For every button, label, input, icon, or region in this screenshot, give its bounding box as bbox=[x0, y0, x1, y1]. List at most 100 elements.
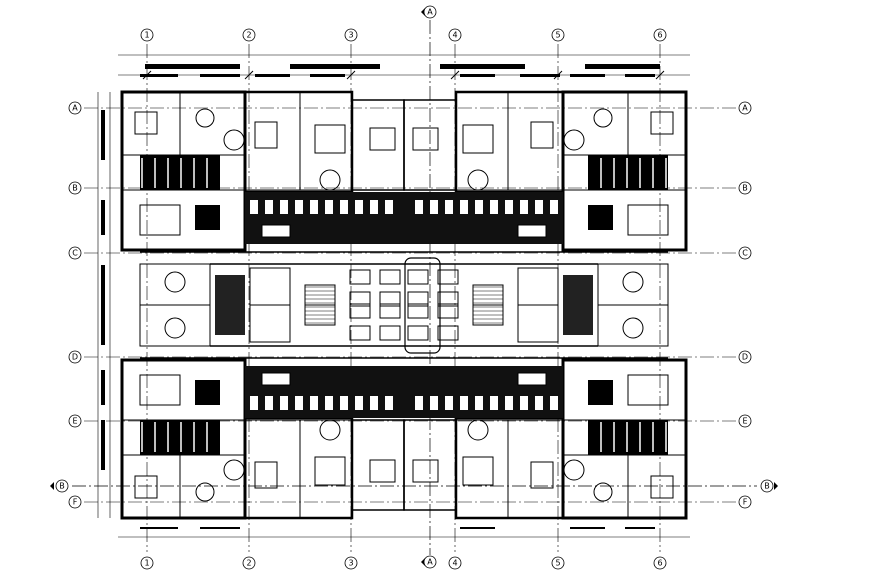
grid-bubble-left-0-label: A bbox=[72, 104, 78, 113]
grid-bubble-bottom-5-label: 5 bbox=[555, 559, 560, 568]
room bbox=[507, 419, 564, 519]
lift-shaft bbox=[437, 325, 459, 341]
dimension-bar bbox=[140, 527, 178, 529]
grid-bubble-right-4-label: E bbox=[742, 417, 747, 426]
dimension-bar bbox=[101, 370, 105, 405]
grid-bubble-left-0: A bbox=[68, 101, 82, 115]
lift-shaft bbox=[407, 269, 429, 285]
fixture bbox=[535, 200, 543, 214]
section-marker-left-label: B bbox=[59, 482, 65, 491]
lift-shaft bbox=[379, 325, 401, 341]
grid-bubble-circle bbox=[653, 28, 667, 42]
section-marker-top-label: A bbox=[427, 8, 433, 17]
grid-bubble-circle bbox=[242, 556, 256, 570]
grid-bubble-bottom-4-label: 4 bbox=[452, 559, 457, 568]
table bbox=[195, 482, 215, 502]
grid-bubble-circle bbox=[738, 246, 752, 260]
room bbox=[244, 419, 301, 519]
room bbox=[627, 91, 687, 156]
grid-bubble-right-4: E bbox=[738, 414, 752, 428]
grid-bubble-top-1-label: 1 bbox=[144, 31, 149, 40]
grid-bubble-bottom-4: 4 bbox=[448, 556, 462, 570]
round-table bbox=[319, 169, 341, 191]
stair bbox=[215, 275, 245, 305]
grid-bubble-left-4: E bbox=[68, 414, 82, 428]
bathtub bbox=[517, 372, 547, 386]
room bbox=[597, 263, 669, 306]
central-lobby bbox=[404, 257, 441, 354]
section-marker-top: A bbox=[423, 5, 437, 19]
room bbox=[121, 91, 181, 156]
dimension-bar bbox=[101, 200, 105, 235]
grid-bubble-circle bbox=[551, 28, 565, 42]
grid-bubble-right-5-label: F bbox=[743, 498, 748, 507]
dining-table bbox=[314, 456, 346, 486]
grid-bubble-left-2-label: C bbox=[72, 249, 78, 258]
fixture bbox=[385, 396, 393, 410]
lift-shaft bbox=[349, 303, 371, 319]
grid-bubble-bottom-6-label: 6 bbox=[657, 559, 662, 568]
grid-bubble-circle bbox=[448, 28, 462, 42]
round-table bbox=[319, 419, 341, 441]
exterior-wall bbox=[454, 90, 565, 194]
grid-bubble-bottom-1: 1 bbox=[140, 556, 154, 570]
round-table bbox=[563, 459, 585, 481]
grid-bubble-top-4-label: 4 bbox=[452, 31, 457, 40]
fixture bbox=[460, 200, 468, 214]
lift-lobby bbox=[249, 267, 291, 306]
grid-bubble-circle bbox=[242, 28, 256, 42]
room bbox=[139, 304, 211, 347]
room bbox=[299, 91, 353, 191]
grid-bubble-right-2: C bbox=[738, 246, 752, 260]
fixture bbox=[475, 200, 483, 214]
stair bbox=[215, 305, 245, 335]
table bbox=[593, 482, 613, 502]
grid-bubble-circle bbox=[448, 556, 462, 570]
grid-bubble-right-5: F bbox=[738, 495, 752, 509]
grid-bubble-top-4: 4 bbox=[448, 28, 462, 42]
dining-table bbox=[462, 124, 494, 154]
lift-shaft bbox=[349, 269, 371, 285]
grid-bubble-top-6: 6 bbox=[653, 28, 667, 42]
dimension-bar bbox=[140, 74, 178, 77]
grid-bubble-top-3: 3 bbox=[344, 28, 358, 42]
dimension-bar bbox=[101, 110, 105, 160]
bed bbox=[254, 461, 278, 489]
bathtub bbox=[517, 224, 547, 238]
bathtub bbox=[261, 372, 291, 386]
lift-lobby bbox=[517, 304, 559, 343]
room bbox=[627, 454, 687, 519]
grid-bubble-bottom-2-label: 2 bbox=[246, 559, 251, 568]
lift-shaft bbox=[379, 303, 401, 319]
fixture bbox=[535, 396, 543, 410]
dimension-lines bbox=[97, 54, 690, 538]
dimension-bar bbox=[255, 74, 290, 77]
fixture bbox=[430, 200, 438, 214]
stair bbox=[563, 305, 593, 335]
dining-table bbox=[462, 456, 494, 486]
room bbox=[121, 454, 181, 519]
fixture bbox=[250, 200, 258, 214]
grid-bubble-right-3: D bbox=[738, 350, 752, 364]
fixture bbox=[445, 200, 453, 214]
bed bbox=[627, 374, 669, 406]
lift-lobby bbox=[249, 304, 291, 343]
room bbox=[351, 99, 405, 191]
fixture bbox=[295, 396, 303, 410]
grid-bubble-circle bbox=[55, 479, 69, 493]
dimension-bar bbox=[440, 64, 525, 69]
fixture bbox=[265, 396, 273, 410]
fixture bbox=[505, 200, 513, 214]
round-table bbox=[164, 271, 186, 293]
grid-bubble-top-3-label: 3 bbox=[348, 31, 353, 40]
fixture bbox=[355, 200, 363, 214]
dimension-bar bbox=[310, 74, 345, 77]
dimension-tick bbox=[244, 70, 254, 80]
fixture bbox=[520, 200, 528, 214]
dimension-bar bbox=[145, 64, 240, 69]
dimension-bar bbox=[520, 74, 560, 77]
lift-shaft bbox=[349, 291, 371, 307]
dimension-bar bbox=[290, 64, 380, 69]
fixture bbox=[490, 396, 498, 410]
grid-bubble-top-2-label: 2 bbox=[246, 31, 251, 40]
